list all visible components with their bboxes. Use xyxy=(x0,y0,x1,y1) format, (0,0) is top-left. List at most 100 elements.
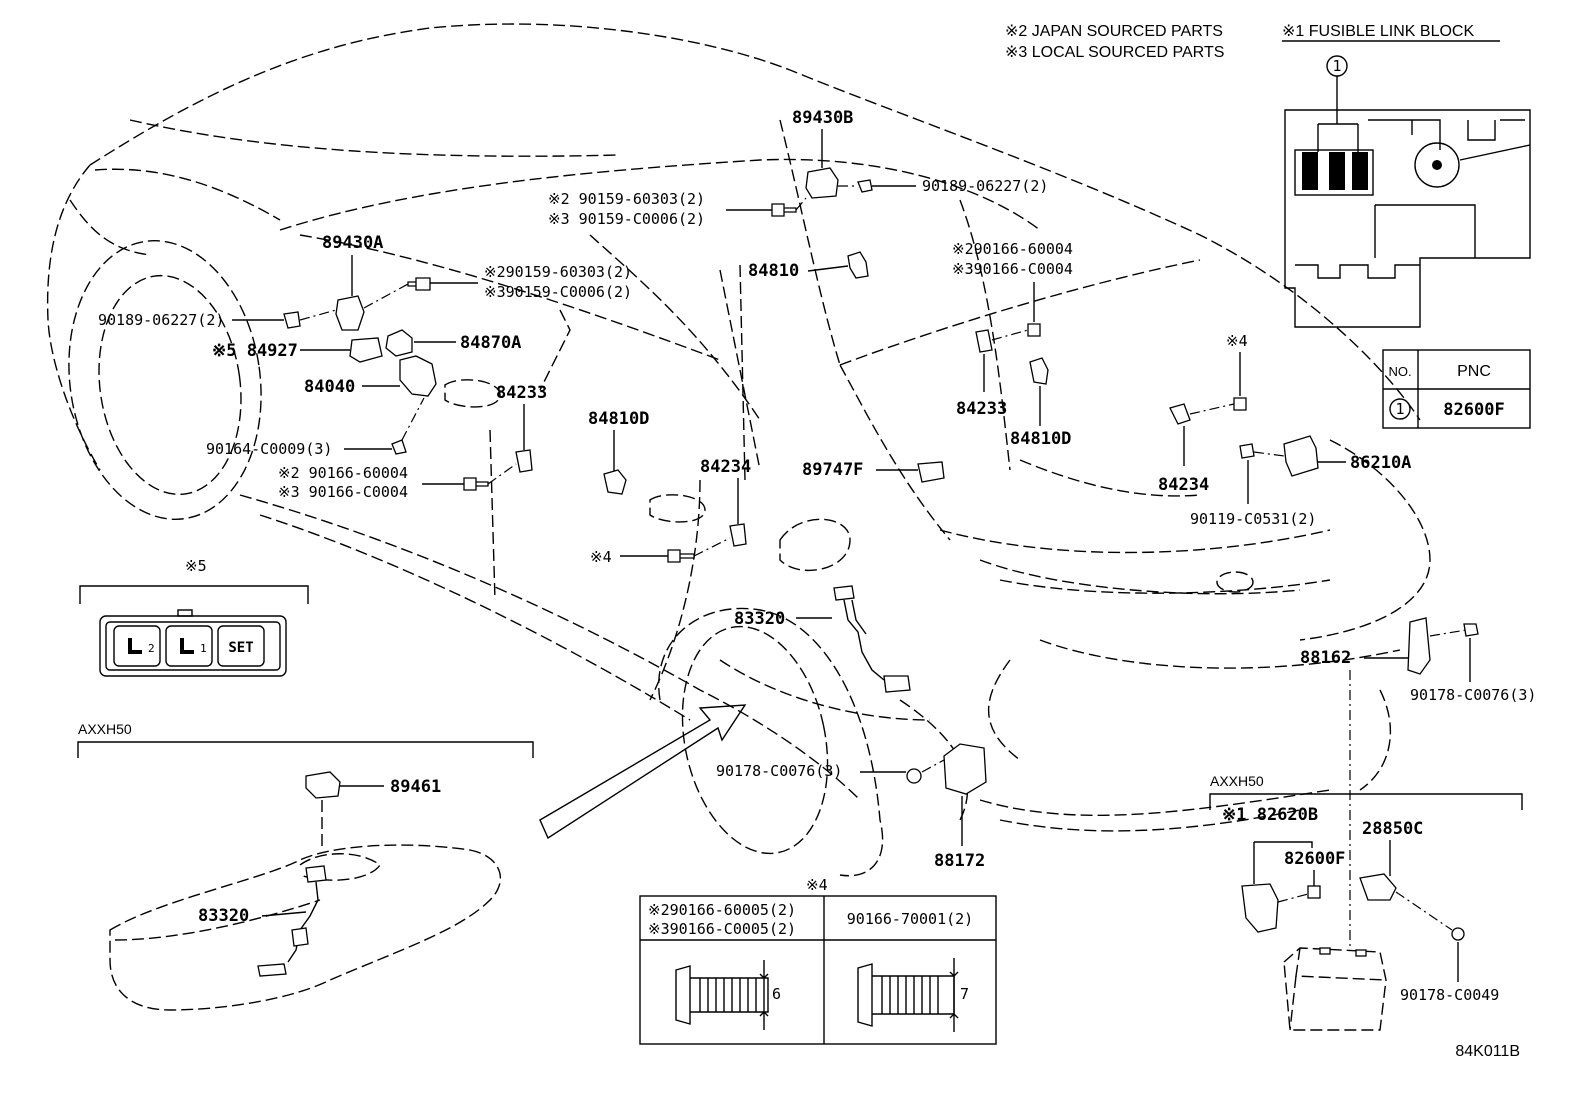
label-90178-right: 90178-C0076(3) xyxy=(1410,686,1536,704)
part-88162 xyxy=(1407,617,1431,675)
box-label-90166-70001: 90166-70001(2) xyxy=(847,910,973,928)
clip-90189-top xyxy=(857,179,873,193)
label-star4-mid: ※4 xyxy=(590,548,612,566)
label-83320-mid: 83320 xyxy=(734,609,785,629)
part-83320-fuel-sender-mid xyxy=(833,585,911,693)
label-90159-japan-left: ※290159-60303(2) xyxy=(484,263,632,281)
fuel-tank xyxy=(109,844,501,1011)
dimension-7: 7 xyxy=(960,985,969,1003)
part-84810D-right xyxy=(1029,357,1049,385)
part-84870A xyxy=(385,329,413,357)
part-88172 xyxy=(943,743,987,795)
label-90189-left: 90189-06227(2) xyxy=(98,311,224,329)
label-84810: 84810 xyxy=(748,261,799,281)
label-90166-japan-left: ※2 90166-60004 xyxy=(278,464,408,482)
seat-icon xyxy=(128,638,142,654)
screw-90164 xyxy=(391,439,407,455)
bolt-90166-right xyxy=(1027,323,1041,337)
star4-box-title: ※4 xyxy=(806,876,828,894)
label-90178-C0049: 90178-C0049 xyxy=(1400,986,1499,1004)
label-84927: ※5 84927 xyxy=(212,341,298,361)
bolt-drawing-6mm: 6 xyxy=(675,960,781,1030)
legend-japan-sourced: ※2 JAPAN SOURCED PARTS xyxy=(1005,23,1223,40)
part-83320-fuel-sender-tank xyxy=(257,865,327,977)
part-84233-left xyxy=(515,449,533,473)
pnc-row-no: 1 xyxy=(1395,400,1404,418)
fusible-link-block-drawing: 1 xyxy=(1284,55,1531,328)
label-90166-local-right: ※390166-C0004 xyxy=(952,260,1073,278)
bolt-drawing-7mm: 7 xyxy=(857,958,969,1032)
label-82600F: 82600F xyxy=(1284,849,1345,869)
nut-90178-mid xyxy=(906,768,922,784)
axxh50-left-title: AXXH50 xyxy=(78,721,132,737)
label-90159-local-left: ※390159-C0006(2) xyxy=(484,283,632,301)
label-90178-mid: 90178-C0076(3) xyxy=(716,762,842,780)
bolt-90159-top xyxy=(771,203,797,217)
part-84927 xyxy=(349,337,383,363)
label-84234-mid: 84234 xyxy=(700,457,751,477)
label-84870A: 84870A xyxy=(460,333,521,353)
dimension-6: 6 xyxy=(772,985,781,1003)
legend-local-sourced: ※3 LOCAL SOURCED PARTS xyxy=(1005,44,1224,61)
label-88172: 88172 xyxy=(934,851,985,871)
star5-title: ※5 xyxy=(185,557,207,575)
part-89461 xyxy=(305,771,341,799)
seat-icon xyxy=(180,638,194,654)
part-89430A xyxy=(335,295,365,331)
label-82620B: ※1 82620B xyxy=(1222,805,1318,825)
switch-memory-2-label: 2 xyxy=(148,642,155,655)
nut-90178-right xyxy=(1463,623,1479,637)
fusible-callout-number: 1 xyxy=(1332,57,1341,75)
label-90164: 90164-C0009(3) xyxy=(206,440,332,458)
label-89461: 89461 xyxy=(390,777,441,797)
part-82600F xyxy=(1307,885,1321,899)
bolt-star4-right xyxy=(1233,397,1247,411)
clip-90189-left xyxy=(283,311,301,329)
label-90166-local-left: ※3 90166-C0004 xyxy=(278,483,408,501)
bolt-90166-left xyxy=(463,477,489,491)
seat-memory-switch: 2 1 SET xyxy=(99,609,287,677)
label-90159-japan-top: ※2 90159-60303(2) xyxy=(548,190,705,208)
label-89747F: 89747F xyxy=(802,460,863,480)
bolt-90159-left xyxy=(407,277,431,291)
switch-set-label: SET xyxy=(228,640,253,656)
label-89430B: 89430B xyxy=(792,108,853,128)
box-label-90166-local: ※390166-C0005(2) xyxy=(648,920,796,938)
pnc-row-pnc: 82600F xyxy=(1443,400,1504,420)
part-84810 xyxy=(847,251,869,279)
label-89430A: 89430A xyxy=(322,233,383,253)
star4-bolt-table: ※290166-60005(2) ※390166-C0005(2) 90166-… xyxy=(639,895,997,1045)
pnc-col-no: NO. xyxy=(1388,364,1411,379)
box-label-90166-japan: ※290166-60005(2) xyxy=(648,901,796,919)
part-84234-right xyxy=(1169,403,1191,425)
legend-fusible-link-block: ※1 FUSIBLE LINK BLOCK xyxy=(1282,23,1474,40)
label-star4-right: ※4 xyxy=(1226,332,1248,350)
part-84040 xyxy=(399,355,437,397)
part-84810D-left xyxy=(603,469,627,495)
label-90119: 90119-C0531(2) xyxy=(1190,510,1316,528)
label-90166-japan-right: ※290166-60004 xyxy=(952,240,1073,258)
label-28850C: 28850C xyxy=(1362,819,1423,839)
label-88162: 88162 xyxy=(1300,648,1351,668)
label-84810D-left: 84810D xyxy=(588,409,649,429)
part-82620B xyxy=(1241,883,1279,933)
label-84233-right: 84233 xyxy=(956,399,1007,419)
nut-90178-C0049 xyxy=(1451,927,1465,941)
label-84233-left: 84233 xyxy=(496,383,547,403)
part-86210A xyxy=(1283,435,1319,477)
label-84040: 84040 xyxy=(304,377,355,397)
label-86210A: 86210A xyxy=(1350,453,1411,473)
diagram-code: 84K011B xyxy=(1455,1043,1520,1060)
label-90159-local-top: ※3 90159-C0006(2) xyxy=(548,210,705,228)
battery xyxy=(1283,947,1387,1031)
bolt-90119 xyxy=(1239,443,1255,459)
pnc-table: NO. PNC 1 82600F xyxy=(1382,349,1531,429)
part-84234-mid xyxy=(729,523,747,547)
label-90189-top: 90189-06227(2) xyxy=(922,177,1048,195)
label-83320-tank: 83320 xyxy=(198,906,249,926)
axxh50-right-title: AXXH50 xyxy=(1210,773,1264,789)
part-84233-right xyxy=(975,329,993,353)
switch-memory-1-label: 1 xyxy=(200,642,207,655)
pnc-col-pnc: PNC xyxy=(1457,363,1491,380)
